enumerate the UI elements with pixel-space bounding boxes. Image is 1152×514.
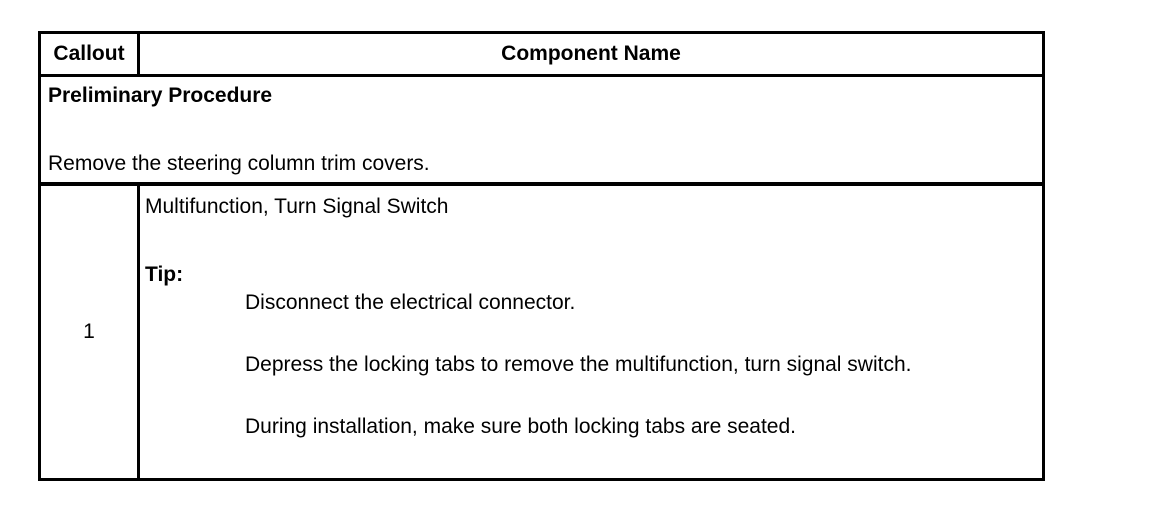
component-name: Multifunction, Turn Signal Switch bbox=[145, 195, 449, 218]
table-header-row: Callout Component Name bbox=[41, 34, 1042, 77]
procedure-table: Callout Component Name Preliminary Proce… bbox=[38, 31, 1045, 481]
component-name-column-header: Component Name bbox=[501, 42, 681, 65]
table-row: 1 Multifunction, Turn Signal Switch Tip:… bbox=[41, 186, 1042, 478]
tip-text: Disconnect the electrical connector. bbox=[245, 291, 576, 314]
preliminary-procedure-title: Preliminary Procedure bbox=[48, 84, 273, 107]
step-callout-cell: 1 bbox=[41, 186, 140, 478]
tip-text: Depress the locking tabs to remove the m… bbox=[245, 353, 912, 376]
tip-text: During installation, make sure both lock… bbox=[245, 415, 796, 438]
preliminary-procedure-text: Remove the steering column trim covers. bbox=[48, 152, 430, 175]
tip-label: Tip: bbox=[145, 263, 184, 286]
callout-column-header: Callout bbox=[41, 34, 140, 74]
step-component-cell: Multifunction, Turn Signal Switch Tip: D… bbox=[140, 186, 1042, 478]
preliminary-procedure-row: Preliminary Procedure Remove the steerin… bbox=[41, 77, 1042, 186]
step-callout-number: 1 bbox=[83, 320, 95, 343]
